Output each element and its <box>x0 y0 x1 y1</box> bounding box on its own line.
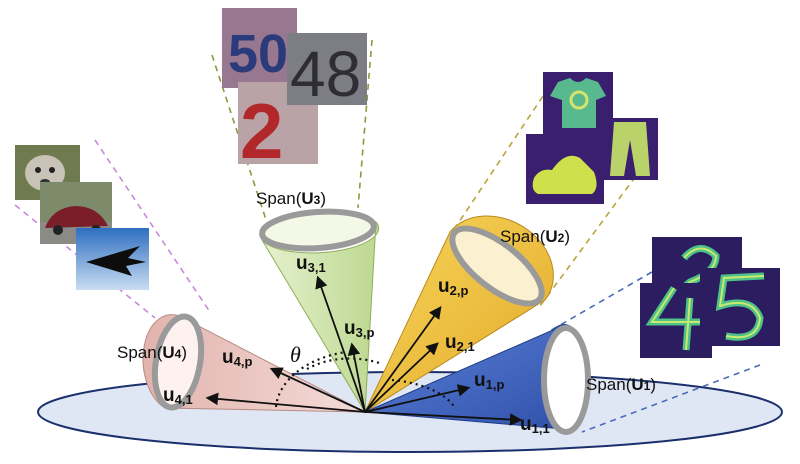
angle-arcs <box>274 350 456 409</box>
span-u2-label: Span(U2) <box>500 227 570 246</box>
svhn-digits-3: 2 <box>240 87 283 175</box>
svhn-tile-2 <box>287 33 367 105</box>
plane-image <box>76 228 149 290</box>
cone-u4-rim <box>151 313 205 411</box>
cone-u2-rim <box>449 225 545 307</box>
cone-u2 <box>363 215 554 414</box>
vec-label-u1p: u1,p <box>474 370 504 392</box>
cone-u3 <box>259 208 380 414</box>
svhn-digits-2: 48 <box>290 38 361 110</box>
vector-arrows <box>205 275 523 426</box>
arrow-u41 <box>205 392 366 413</box>
vec-label-u31: u3,1 <box>296 253 326 275</box>
tshirt-image <box>543 72 613 134</box>
guide-u4-right <box>94 139 211 313</box>
arrow-u2p <box>364 305 442 413</box>
arrow-u3p <box>347 342 366 413</box>
trousers-image <box>600 118 658 180</box>
arrow-u1p <box>364 384 471 413</box>
mnist-image-group <box>640 237 780 358</box>
cone-u1 <box>364 324 591 435</box>
span-u3-label: Span(U3) <box>256 189 326 208</box>
guide-u2-left <box>454 77 556 229</box>
svhn-tile-1 <box>222 8 297 88</box>
cone-u1-rim <box>541 325 591 435</box>
vec-label-u4p: u4,p <box>222 347 252 369</box>
vec-label-u11: u1,1 <box>520 414 550 436</box>
shoe-image <box>526 134 604 204</box>
vec-label-u41: u4,1 <box>163 385 193 407</box>
arrow-u11 <box>364 411 523 426</box>
svhn-image-group: 50 2 48 <box>222 8 367 175</box>
svhn-digits-1: 50 <box>228 24 288 84</box>
arrow-u31 <box>315 275 366 413</box>
vec-label-u3p: u3,p <box>344 318 374 340</box>
angle-arc-left <box>274 350 347 408</box>
theta-label: θ <box>290 342 301 367</box>
span-u4-label: Span(U4) <box>117 343 187 362</box>
vec-label-u2p: u2,p <box>438 276 468 298</box>
cone-u4 <box>142 313 366 413</box>
arrow-u21 <box>364 342 439 413</box>
cifar-image-group <box>15 145 149 290</box>
span-u1-label: Span(U1) <box>586 375 656 394</box>
cone-u3-rim <box>259 208 377 252</box>
guide-u1-bottom <box>581 364 761 433</box>
vec-label-u21: u2,1 <box>445 332 475 354</box>
fashion-image-group <box>526 72 658 204</box>
mnist-tile-5 <box>700 268 780 346</box>
arrow-u4p <box>269 367 366 413</box>
